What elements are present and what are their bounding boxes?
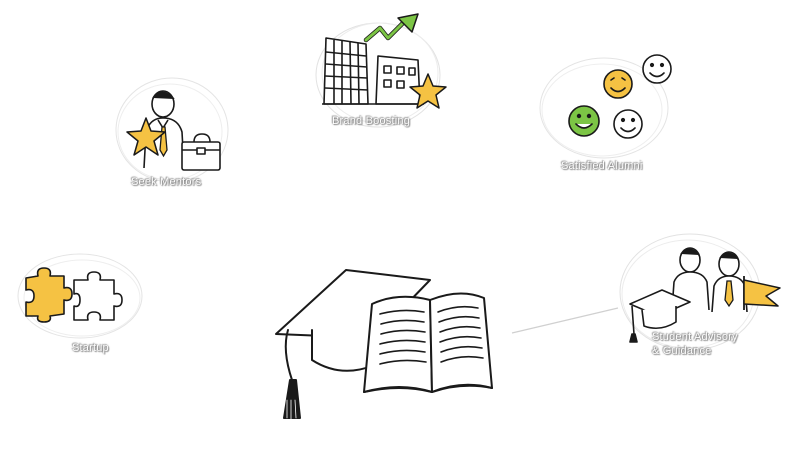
node-label-line: & Guidance [652,345,712,357]
node-label: Satisfied Alumni [561,160,643,172]
node-label: Brand Boosting [332,115,411,127]
node-label-line: Student Advisory [652,331,738,343]
node-label: Student Advisory & Guidance [652,330,738,358]
node-label: Seek Mentors [131,176,202,188]
node-label: Startup [72,342,109,354]
